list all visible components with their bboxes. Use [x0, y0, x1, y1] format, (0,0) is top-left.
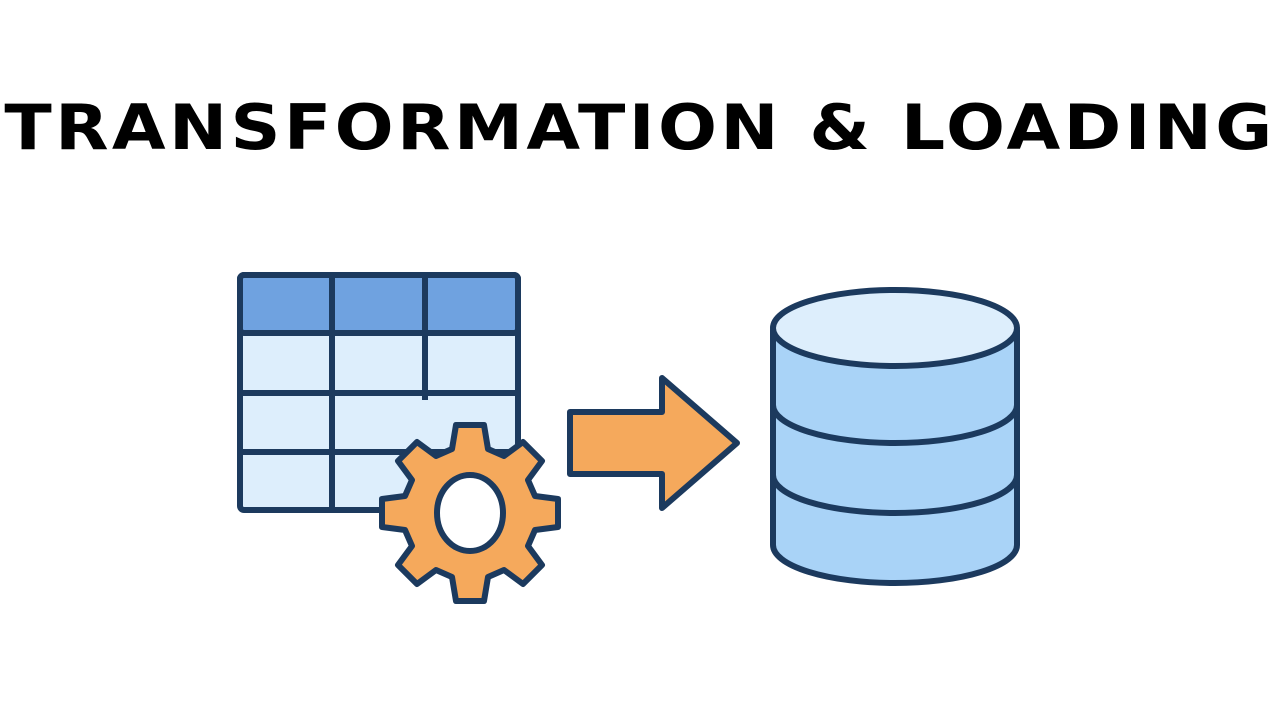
- database-top: [770, 287, 1020, 369]
- table-header: [237, 272, 521, 336]
- arrow-right-icon: [567, 375, 740, 511]
- page-title: TRANSFORMATION & LOADING: [4, 91, 1276, 164]
- database-icon: [770, 287, 1020, 586]
- gear-icon: [379, 422, 561, 604]
